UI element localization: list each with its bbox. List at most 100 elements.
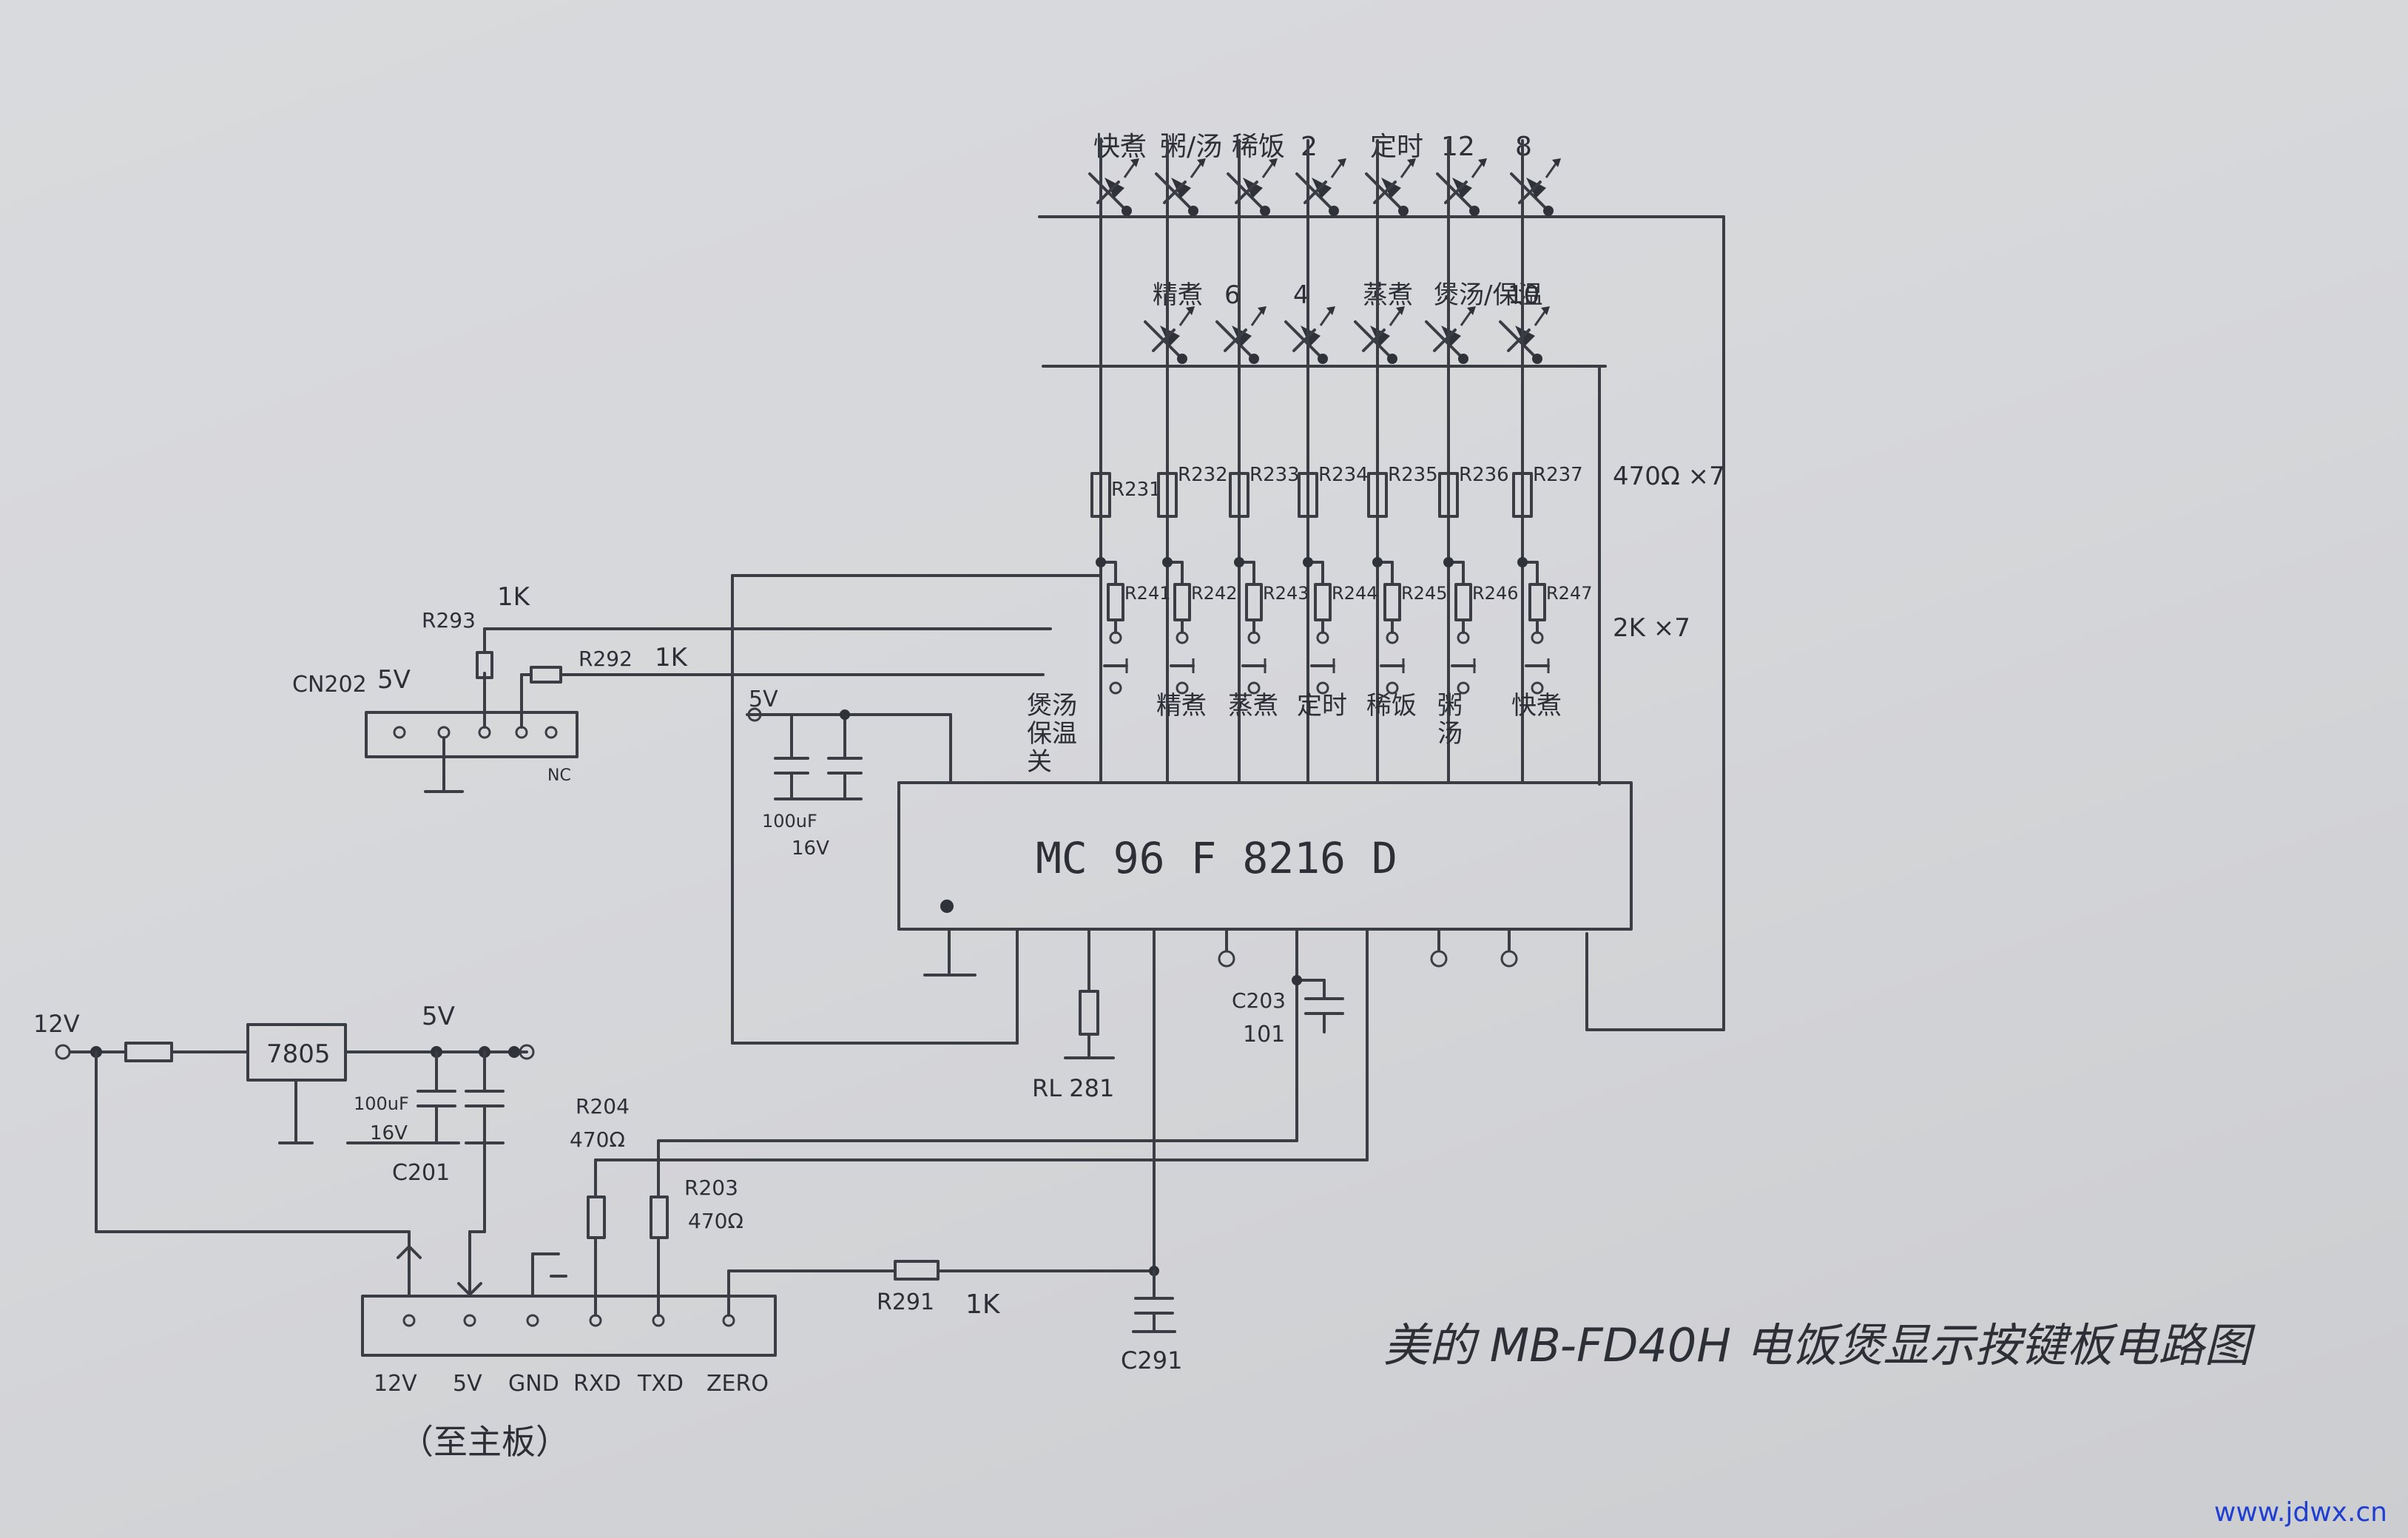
resistor-led: [1229, 472, 1249, 518]
c201-volt: 16V: [370, 1122, 408, 1144]
led-bottom-label: 蒸煮: [1363, 280, 1413, 310]
r291-value: 1K: [965, 1289, 1001, 1320]
cn202-nc-label: NC: [547, 766, 571, 785]
decoupling-cap: 100uF: [762, 811, 817, 832]
resistors-led-value: 470Ω ×7: [1613, 462, 1725, 491]
resistor-led-label: R237: [1533, 464, 1583, 486]
key-label: 粥汤: [1437, 691, 1463, 749]
led-top: [1295, 158, 1346, 216]
resistor-led: [1367, 472, 1388, 518]
key-label: 稀饭: [1366, 691, 1417, 721]
led-top-label: 定时: [1370, 132, 1423, 162]
resistor-led-label: R234: [1318, 464, 1369, 486]
r203-value: 470Ω: [688, 1209, 743, 1233]
resistor-key: [1528, 583, 1546, 621]
c201-name: C201: [392, 1160, 450, 1186]
resistor-led-label: R235: [1388, 464, 1438, 486]
r291-name: R291: [877, 1289, 934, 1315]
cn202-label: CN202: [292, 672, 367, 698]
diagram-title: 美的 MB-FD40H 电饭煲显示按键板电路图: [1383, 1318, 2256, 1372]
led-bottom-label: 精煮: [1153, 280, 1203, 310]
resistor-led-label: R233: [1249, 464, 1300, 486]
resistor-key: [1314, 583, 1332, 621]
resistor-key: [1383, 583, 1401, 621]
resistor-key-label: R241: [1124, 583, 1170, 604]
resistor-key-label: R246: [1472, 583, 1518, 604]
led-bottom: [1354, 306, 1405, 364]
regulator-label: 7805: [266, 1039, 331, 1069]
watermark: www.jdwx.cn: [2213, 1497, 2387, 1528]
pin-gnd: GND: [508, 1371, 559, 1397]
led-top-label: 粥/汤: [1160, 132, 1222, 162]
led-top-label: 稀饭: [1232, 132, 1285, 162]
led-top: [1227, 158, 1278, 216]
led-top: [1436, 158, 1487, 216]
pin-rxd: RXD: [573, 1371, 621, 1397]
ic-pin1-dot: [940, 900, 954, 913]
resistor-key-label: R243: [1263, 583, 1309, 604]
r292-name: R292: [579, 647, 633, 671]
c203-name: C203: [1232, 988, 1286, 1013]
power-out-label: 5V: [422, 1002, 455, 1031]
resistor-key-label: R244: [1332, 583, 1377, 604]
resistor-led: [1298, 472, 1318, 518]
resistor-led: [1157, 472, 1178, 518]
key-label: 蒸煮: [1228, 691, 1278, 721]
resistor-key: [1173, 583, 1191, 621]
resistor-key: [1454, 583, 1472, 621]
r292-value: 1K: [655, 643, 689, 672]
led-top: [1155, 158, 1206, 216]
key-label: 精煮: [1156, 691, 1207, 721]
r203-name: R203: [684, 1176, 738, 1200]
pin-zero: ZERO: [706, 1371, 769, 1397]
r204-name: R204: [576, 1094, 630, 1119]
pin-txd: TXD: [637, 1371, 684, 1397]
labels: 470Ω ×7 2K ×7 MC 96 F 8216 D CN202 5V NC…: [33, 462, 2256, 1462]
resistor-led-label: R231: [1111, 479, 1161, 501]
resistor-led: [1090, 472, 1111, 518]
ic-label: MC 96 F 8216 D: [1036, 833, 1397, 883]
led-bottom-label: 煲汤/保温: [1434, 280, 1542, 310]
resistors-key-value: 2K ×7: [1613, 613, 1690, 643]
led-bottom: [1215, 306, 1267, 364]
led-bottom: [1425, 306, 1476, 364]
main-connector-body: [361, 1295, 777, 1357]
c291-label: C291: [1121, 1346, 1182, 1375]
mcu-ic-body: [897, 781, 1633, 931]
r293-value: 1K: [497, 582, 531, 612]
resistor-led: [1512, 472, 1533, 518]
led-top-label: 12: [1441, 132, 1475, 162]
resistor-key: [1245, 583, 1263, 621]
resistor-led-label: R232: [1178, 464, 1228, 486]
key-label: 定时: [1297, 691, 1347, 721]
led-bottom: [1284, 306, 1335, 364]
c201-cap: 100uF: [354, 1093, 409, 1114]
power-in-label: 12V: [33, 1010, 80, 1038]
main-connector-note: （至主板）: [399, 1422, 570, 1462]
led-top: [1088, 158, 1139, 216]
r204-value: 470Ω: [570, 1127, 625, 1152]
pin-12v: 12V: [374, 1371, 417, 1397]
wiring: [55, 215, 1725, 1357]
c203-value: 101: [1243, 1022, 1285, 1048]
resistor-key-label: R242: [1191, 583, 1237, 604]
r281-label: RL 281: [1032, 1074, 1114, 1102]
led-bottom-label: 4: [1293, 280, 1309, 310]
led-top: [1365, 158, 1416, 216]
key-label: 煲汤保温关: [1027, 691, 1077, 777]
led-bottom: [1144, 306, 1195, 364]
cn202-supply-label: 5V: [377, 665, 411, 695]
pin-5v: 5V: [453, 1371, 482, 1397]
resistor-key-label: R247: [1546, 583, 1592, 604]
resistor-led: [1438, 472, 1459, 518]
resistor-led-label: R236: [1459, 464, 1509, 486]
resistor-key-label: R245: [1401, 583, 1447, 604]
led-bottom: [1499, 306, 1550, 364]
led-top-label: 快煮: [1093, 132, 1147, 162]
decoupling-volt: 16V: [792, 837, 829, 860]
